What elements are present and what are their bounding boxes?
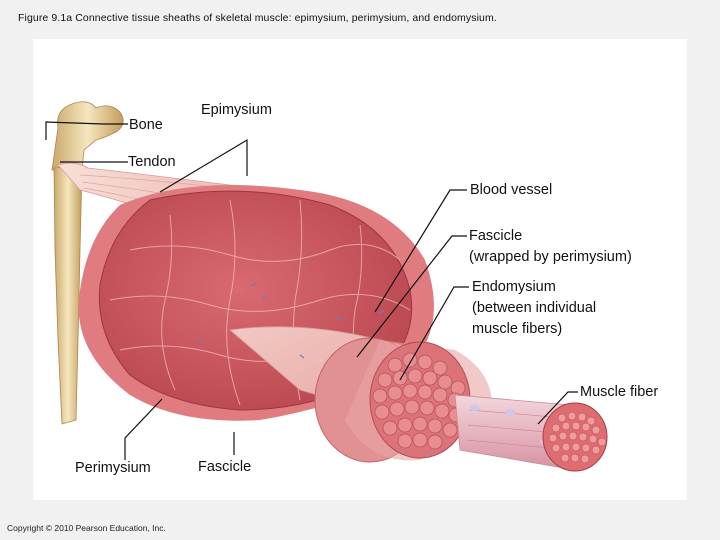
label-epimysium: Epimysium (201, 102, 272, 118)
leader-lines (45, 121, 578, 460)
leader-muscle-fiber (537, 391, 578, 425)
label-tendon: Tendon (128, 154, 176, 170)
figure-title: Figure 9.1a Connective tissue sheaths of… (18, 12, 497, 24)
label-blood-vessel: Blood vessel (470, 182, 553, 198)
leader-blood-vessel (374, 189, 467, 313)
blood-vessels (197, 282, 410, 375)
leader-epimysium (159, 138, 248, 193)
leader-perimysium (124, 398, 163, 460)
label-fascicle-line2: (wrapped by perimysium) (469, 249, 632, 265)
myofibrils (548, 411, 607, 464)
label-endomysium: Endomysium (between individual muscle fi… (472, 277, 596, 340)
leader-endomysium (399, 286, 469, 381)
leader-fascicle (356, 235, 467, 358)
label-muscle-fiber: Muscle fiber (580, 384, 659, 400)
leader-bone (45, 121, 128, 140)
copyright-notice: Copyright © 2010 Pearson Education, Inc. (7, 523, 166, 533)
label-endomysium-line3: muscle fibers) (472, 321, 563, 337)
label-fascicle-wrapped: Fascicle (wrapped by perimysium) (469, 226, 632, 268)
label-perimysium: Perimysium (75, 460, 151, 476)
label-endomysium-line2: (between individual (472, 300, 597, 316)
label-fascicle-bottom: Fascicle (198, 459, 252, 475)
label-fascicle-line1: Fascicle (469, 228, 523, 244)
label-bone: Bone (129, 117, 163, 133)
bone-shape (51, 101, 124, 425)
label-endomysium-line1: Endomysium (472, 279, 556, 295)
fascicle-fibers (372, 352, 466, 450)
